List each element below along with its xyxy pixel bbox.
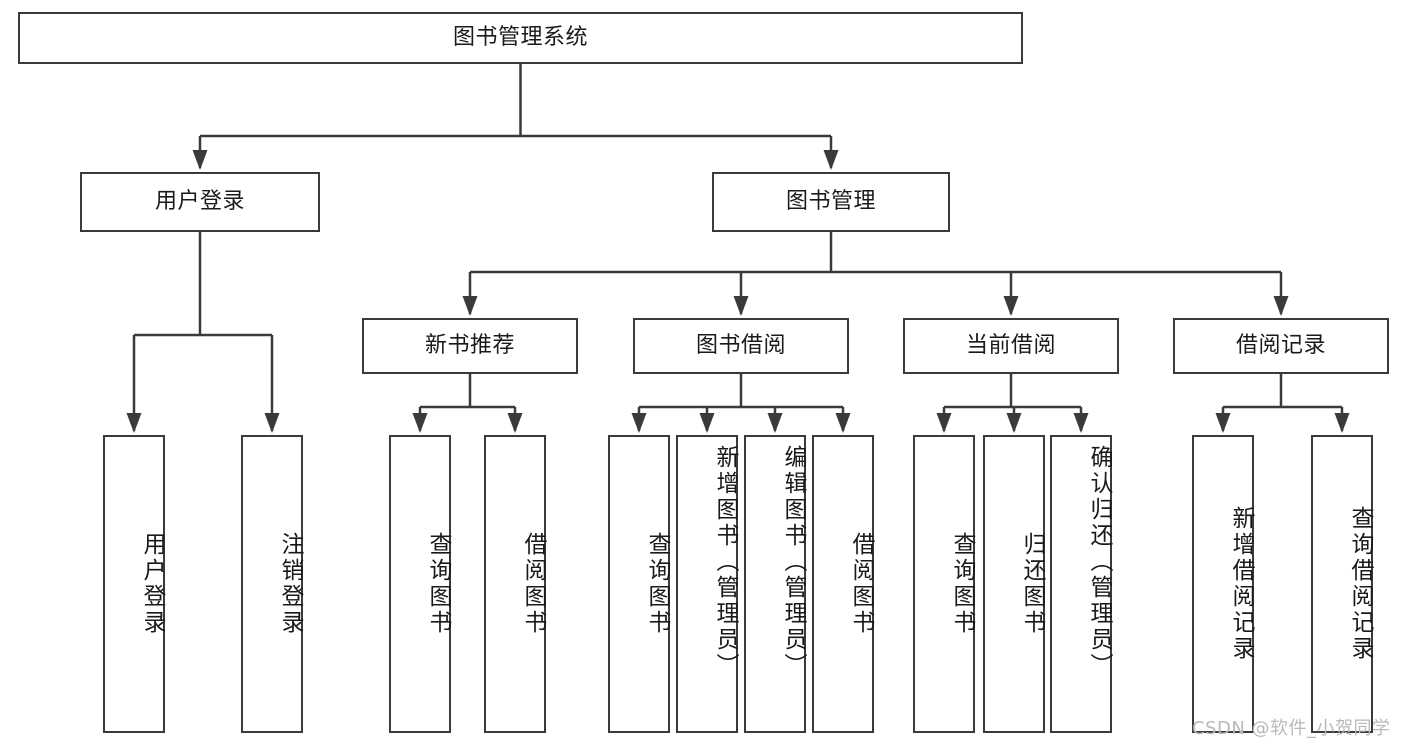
node-leaf-borrow-book-2-label: 借阅图书 — [848, 532, 874, 636]
node-leaf-query-record[interactable]: 查询借阅记录 — [1311, 435, 1373, 733]
node-leaf-query-book-3[interactable]: 查询图书 — [913, 435, 975, 733]
node-borrow-record[interactable]: 借阅记录 — [1173, 318, 1389, 374]
node-leaf-add-record-label: 新增借阅记录 — [1228, 506, 1254, 662]
node-leaf-logout-label: 注销登录 — [277, 532, 303, 636]
node-user-login[interactable]: 用户登录 — [80, 172, 320, 232]
node-leaf-borrow-book-1[interactable]: 借阅图书 — [484, 435, 546, 733]
node-leaf-query-book-3-label: 查询图书 — [949, 532, 975, 636]
node-book-borrow-label: 图书借阅 — [695, 333, 786, 359]
node-leaf-query-book-2-label: 查询图书 — [644, 532, 670, 636]
node-current-borrow-label: 当前借阅 — [965, 333, 1056, 359]
node-leaf-borrow-book-1-label: 借阅图书 — [520, 532, 546, 636]
node-current-borrow[interactable]: 当前借阅 — [903, 318, 1119, 374]
node-leaf-edit-book[interactable]: 编辑图书（管理员） — [744, 435, 806, 733]
node-book-manage[interactable]: 图书管理 — [712, 172, 950, 232]
node-root[interactable]: 图书管理系统 — [18, 12, 1023, 64]
node-leaf-confirm-return-label: 确认归还（管理员） — [1086, 445, 1112, 679]
node-leaf-edit-book-label: 编辑图书（管理员） — [780, 445, 806, 679]
node-book-manage-label: 图书管理 — [785, 189, 876, 215]
node-leaf-user-login[interactable]: 用户登录 — [103, 435, 165, 733]
node-user-login-label: 用户登录 — [154, 189, 245, 215]
node-leaf-logout[interactable]: 注销登录 — [241, 435, 303, 733]
node-leaf-confirm-return[interactable]: 确认归还（管理员） — [1050, 435, 1112, 733]
node-leaf-borrow-book-2[interactable]: 借阅图书 — [812, 435, 874, 733]
node-leaf-query-book-2[interactable]: 查询图书 — [608, 435, 670, 733]
node-leaf-user-login-label: 用户登录 — [139, 532, 165, 636]
node-leaf-query-record-label: 查询借阅记录 — [1347, 506, 1373, 662]
node-book-borrow[interactable]: 图书借阅 — [633, 318, 849, 374]
node-leaf-query-book-1-label: 查询图书 — [425, 532, 451, 636]
node-leaf-return-book[interactable]: 归还图书 — [983, 435, 1045, 733]
node-leaf-add-book[interactable]: 新增图书（管理员） — [676, 435, 738, 733]
csdn-watermark: CSDN @软件_小贺同学 — [1192, 718, 1391, 739]
node-new-book-recommend-label: 新书推荐 — [424, 333, 515, 359]
node-leaf-add-book-label: 新增图书（管理员） — [712, 445, 738, 679]
node-root-label: 图书管理系统 — [452, 25, 588, 51]
node-new-book-recommend[interactable]: 新书推荐 — [362, 318, 578, 374]
node-leaf-return-book-label: 归还图书 — [1019, 532, 1045, 636]
node-leaf-query-book-1[interactable]: 查询图书 — [389, 435, 451, 733]
node-leaf-add-record[interactable]: 新增借阅记录 — [1192, 435, 1254, 733]
node-borrow-record-label: 借阅记录 — [1235, 333, 1326, 359]
